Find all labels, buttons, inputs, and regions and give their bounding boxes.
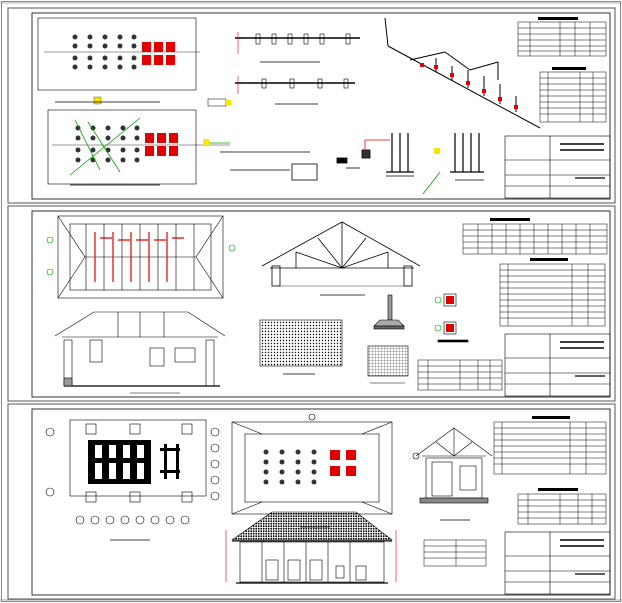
sheet-2	[7, 205, 616, 402]
plumbing-plan-lower	[47, 109, 230, 186]
schedule-table-2a	[462, 218, 608, 255]
title-block-2	[504, 333, 611, 397]
building-section	[54, 311, 226, 394]
sheet-3-frame	[7, 403, 616, 600]
sheet-2-inner-frame	[31, 210, 611, 398]
isometric-piping	[384, 17, 541, 129]
detail-sections	[220, 133, 484, 195]
sheet-1-frame	[7, 7, 616, 204]
roof-framing-plan	[46, 215, 236, 299]
schedule-table-2c	[417, 359, 503, 391]
title-block-1	[504, 135, 611, 199]
sheet-3	[7, 403, 616, 600]
sheet-1-inner-frame	[31, 12, 611, 200]
schedule-table-3b	[517, 488, 607, 525]
door-window-schedule	[423, 539, 487, 567]
schedule-table-2b	[499, 258, 606, 327]
foundation-grid-plan	[45, 419, 220, 541]
foundation-details	[367, 293, 469, 384]
legend-table	[539, 67, 607, 123]
floor-plan	[231, 413, 393, 528]
sheet-1	[7, 7, 616, 204]
red-fixtures-upper	[142, 42, 175, 65]
sheet-3-inner-frame	[31, 408, 611, 596]
front-elevation	[225, 511, 397, 584]
tile-detail	[259, 319, 343, 375]
plumbing-plan-upper	[37, 17, 231, 107]
schedule-table-3a	[493, 416, 607, 475]
sheet-2-frame	[7, 205, 616, 402]
side-elevation	[412, 427, 493, 521]
schedule-table-1	[517, 17, 607, 57]
pipe-sections	[235, 32, 360, 105]
title-block-3	[504, 531, 611, 595]
truss-elevation	[261, 221, 421, 296]
